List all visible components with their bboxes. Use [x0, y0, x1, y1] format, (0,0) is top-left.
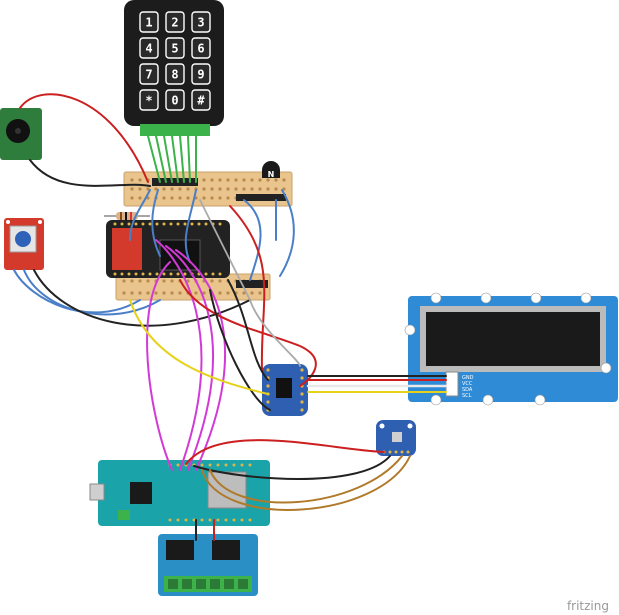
keypad-key: 6: [191, 37, 211, 59]
keypad-key: #: [191, 89, 211, 111]
keypad-key: 1: [139, 11, 159, 33]
keypad-key-label: #: [197, 94, 205, 108]
keypad-key-label: 7: [145, 68, 152, 82]
keypad-key: 5: [165, 37, 185, 59]
keypad-key: *: [139, 89, 159, 111]
keypad-key-label: 9: [197, 68, 204, 82]
header-bottom: [236, 280, 268, 288]
keypad-key: 9: [191, 63, 211, 85]
feather-board: [106, 220, 230, 278]
buzzer: [0, 108, 42, 160]
transistor: N: [262, 161, 280, 179]
level-shifter: [262, 364, 308, 416]
resistor: [104, 212, 150, 220]
oled-pin-sda: SDA: [462, 387, 473, 393]
header-right: [236, 194, 286, 201]
relay-shield: [158, 534, 258, 596]
header-top: [152, 178, 198, 186]
keypad-key-label: 4: [145, 42, 152, 56]
keypad-membrane: 1 2 3 4 5 6 7 8 9 * 0 #: [124, 0, 224, 136]
keypad-key-label: 2: [171, 16, 178, 30]
wires: [13, 93, 448, 541]
oled-pin-scl: SCL: [462, 393, 472, 399]
keypad-key-label: 5: [171, 42, 178, 56]
arduino-mkr-board: [89, 460, 270, 526]
keypad-key: 7: [139, 63, 159, 85]
keypad-key: 4: [139, 37, 159, 59]
keypad-key-label: 6: [197, 42, 204, 56]
keypad-key: 8: [165, 63, 185, 85]
keypad-keys: 1 2 3 4 5 6 7 8 9 * 0 #: [139, 11, 211, 111]
transistor-label: N: [268, 170, 275, 179]
oled-pin-vcc: VCC: [462, 381, 473, 387]
keypad-key-label: 3: [197, 16, 204, 30]
keypad-key-label: 1: [145, 16, 152, 30]
oled-pin-gnd: GND: [462, 375, 474, 381]
oled-display-module: GND VCC SDA SCL: [404, 292, 618, 406]
sensor-breakout: [376, 420, 416, 456]
fritzing-watermark: fritzing: [566, 599, 609, 613]
push-button-module: [4, 218, 44, 270]
keypad-key: 2: [165, 11, 185, 33]
keypad-key-label: 0: [171, 94, 178, 108]
keypad-key: 0: [165, 89, 185, 111]
keypad-key-label: 8: [171, 68, 178, 82]
keypad-key-label: *: [145, 94, 152, 108]
keypad-key: 3: [191, 11, 211, 33]
